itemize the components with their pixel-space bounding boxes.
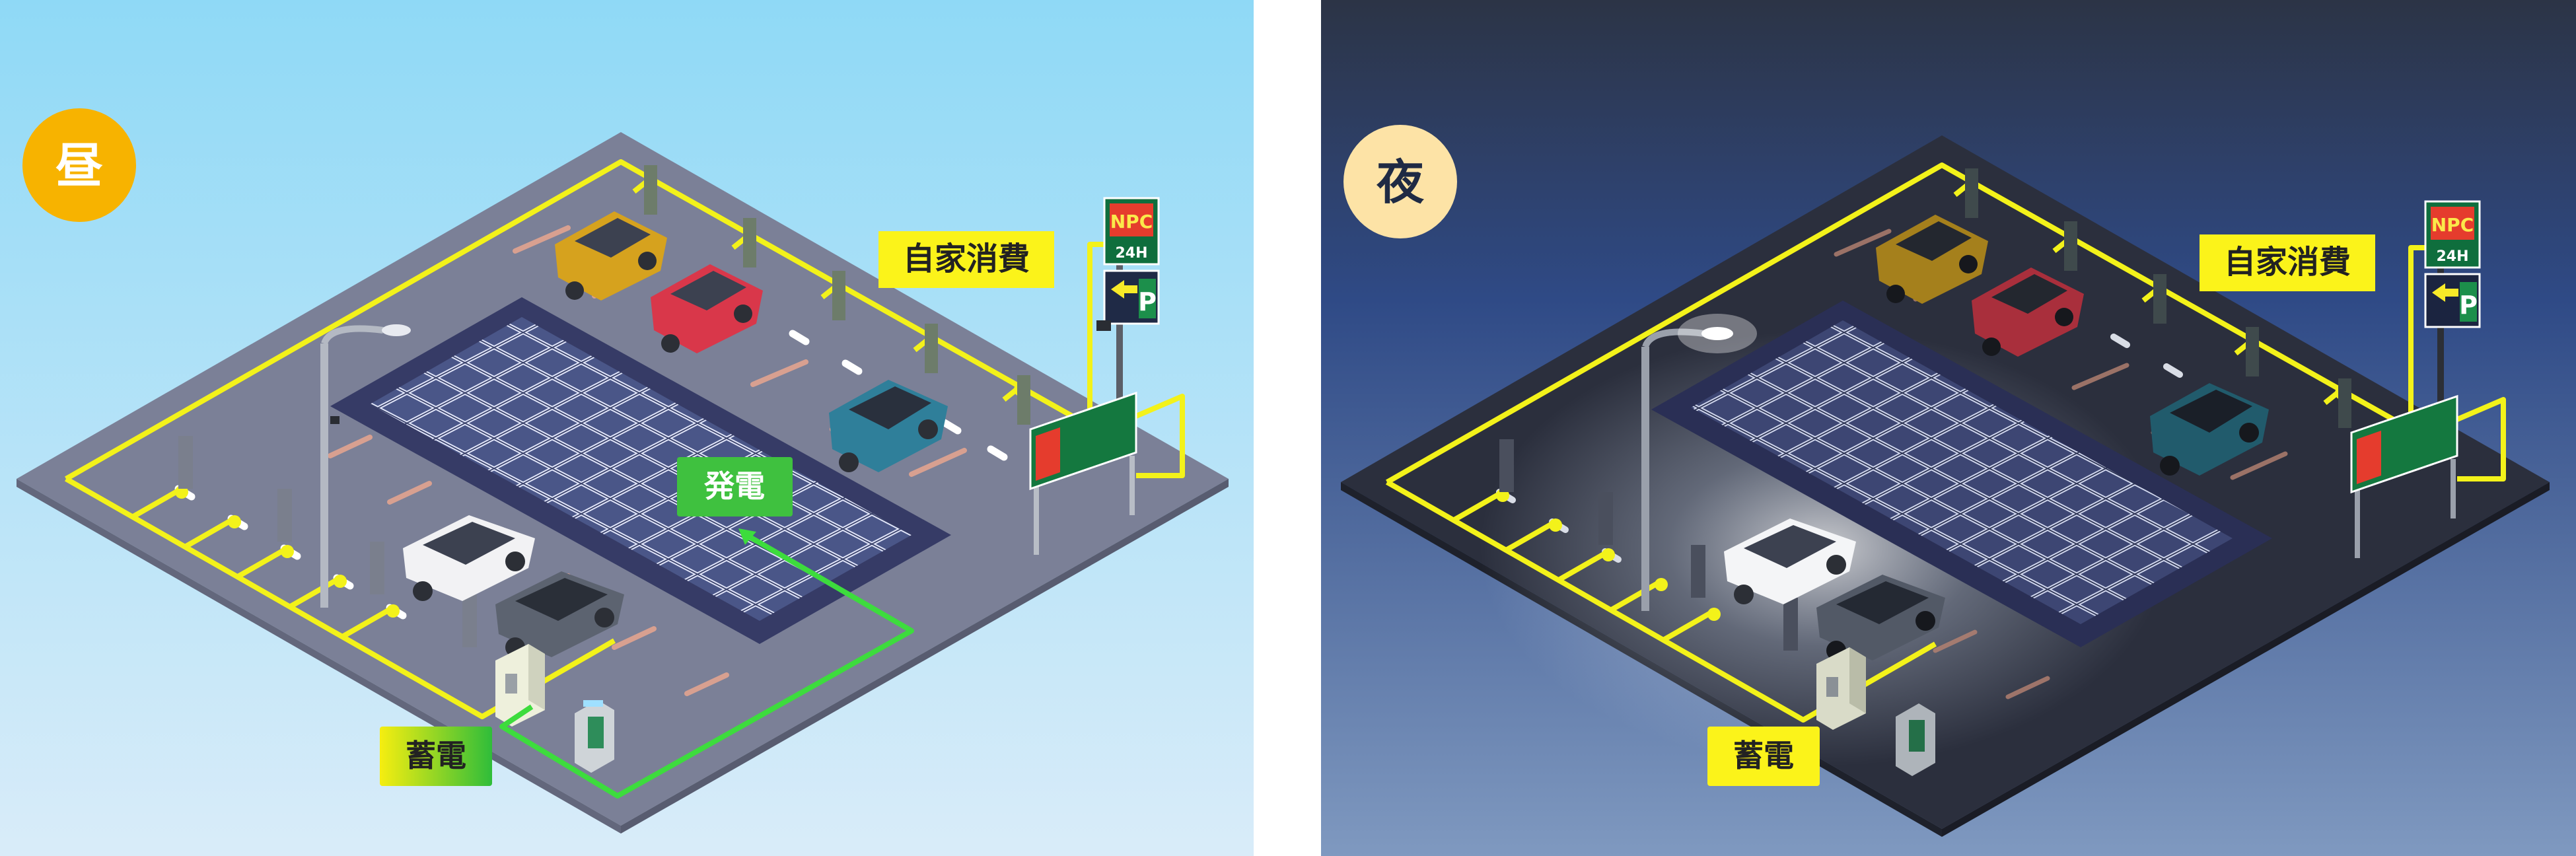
- generation-label: 発電: [677, 457, 793, 517]
- arrow-left-icon: [1111, 280, 1137, 299]
- self-consumption-text: 自家消費: [2224, 244, 2351, 281]
- storage-label: 蓄電: [1707, 727, 1820, 786]
- night-mode-badge: 夜: [1343, 125, 1457, 238]
- storage-text: 蓄電: [1733, 738, 1794, 773]
- night-panel: NPC 24H P 夜 自家消費 蓄電: [1321, 0, 2576, 856]
- storage-label: 蓄電: [380, 727, 492, 786]
- car-yellow: [555, 211, 667, 301]
- self-consumption-label: 自家消費: [878, 231, 1054, 288]
- day-mode-badge: 昼: [22, 108, 136, 222]
- ev-charger: [575, 700, 614, 773]
- parking-symbol: P: [2459, 291, 2478, 320]
- bollards: [178, 165, 1030, 647]
- car-white: [1724, 518, 1856, 604]
- day-scene: NPC 24H P 昼 自家消費 発電 蓄電: [0, 0, 1254, 856]
- car-dark-grey: [495, 571, 624, 657]
- roadside-billboard: [1029, 391, 1137, 555]
- npc-pole-sign: NPC 24H P: [1096, 197, 1160, 403]
- parking-lot-edge: [1942, 482, 2550, 837]
- solar-panel-array: [1691, 320, 2233, 624]
- sign-brand: NPC: [2431, 214, 2474, 236]
- car-teal: [2150, 383, 2269, 476]
- car-red: [1972, 268, 2084, 357]
- sign-brand: NPC: [1110, 211, 1153, 232]
- parking-symbol: P: [1138, 287, 1157, 316]
- night-scene: NPC 24H P 夜 自家消費 蓄電: [1321, 0, 2576, 856]
- parking-lot-edge: [621, 479, 1229, 834]
- car-teal: [829, 380, 948, 472]
- ev-charger: [1896, 703, 1935, 776]
- roadside-billboard: [2350, 394, 2458, 558]
- generation-arrow: [738, 528, 756, 545]
- self-consumption-label: 自家消費: [2200, 234, 2375, 291]
- generation-text: 発電: [704, 468, 765, 504]
- street-lamp: [320, 324, 411, 608]
- sign-hours: 24H: [1115, 245, 1147, 262]
- bollards: [1499, 168, 2351, 651]
- day-mode-label: 昼: [55, 138, 103, 194]
- car-yellow: [1876, 215, 1988, 304]
- self-consumption-text: 自家消費: [903, 240, 1030, 277]
- npc-pole-sign: NPC 24H P: [2424, 200, 2481, 406]
- sign-hours: 24H: [2436, 248, 2468, 265]
- street-lamp: [1641, 314, 1757, 611]
- generation-line: [499, 532, 914, 799]
- car-white: [403, 515, 535, 601]
- arrow-left-icon: [2432, 283, 2458, 302]
- battery-storage-unit: [495, 644, 545, 727]
- car-red: [651, 264, 763, 353]
- battery-storage-unit: [1816, 647, 1866, 730]
- solar-panel-array: [370, 317, 912, 621]
- storage-text: 蓄電: [406, 738, 466, 773]
- day-panel: NPC 24H P 昼 自家消費 発電 蓄電: [0, 0, 1254, 856]
- night-mode-label: 夜: [1376, 155, 1425, 210]
